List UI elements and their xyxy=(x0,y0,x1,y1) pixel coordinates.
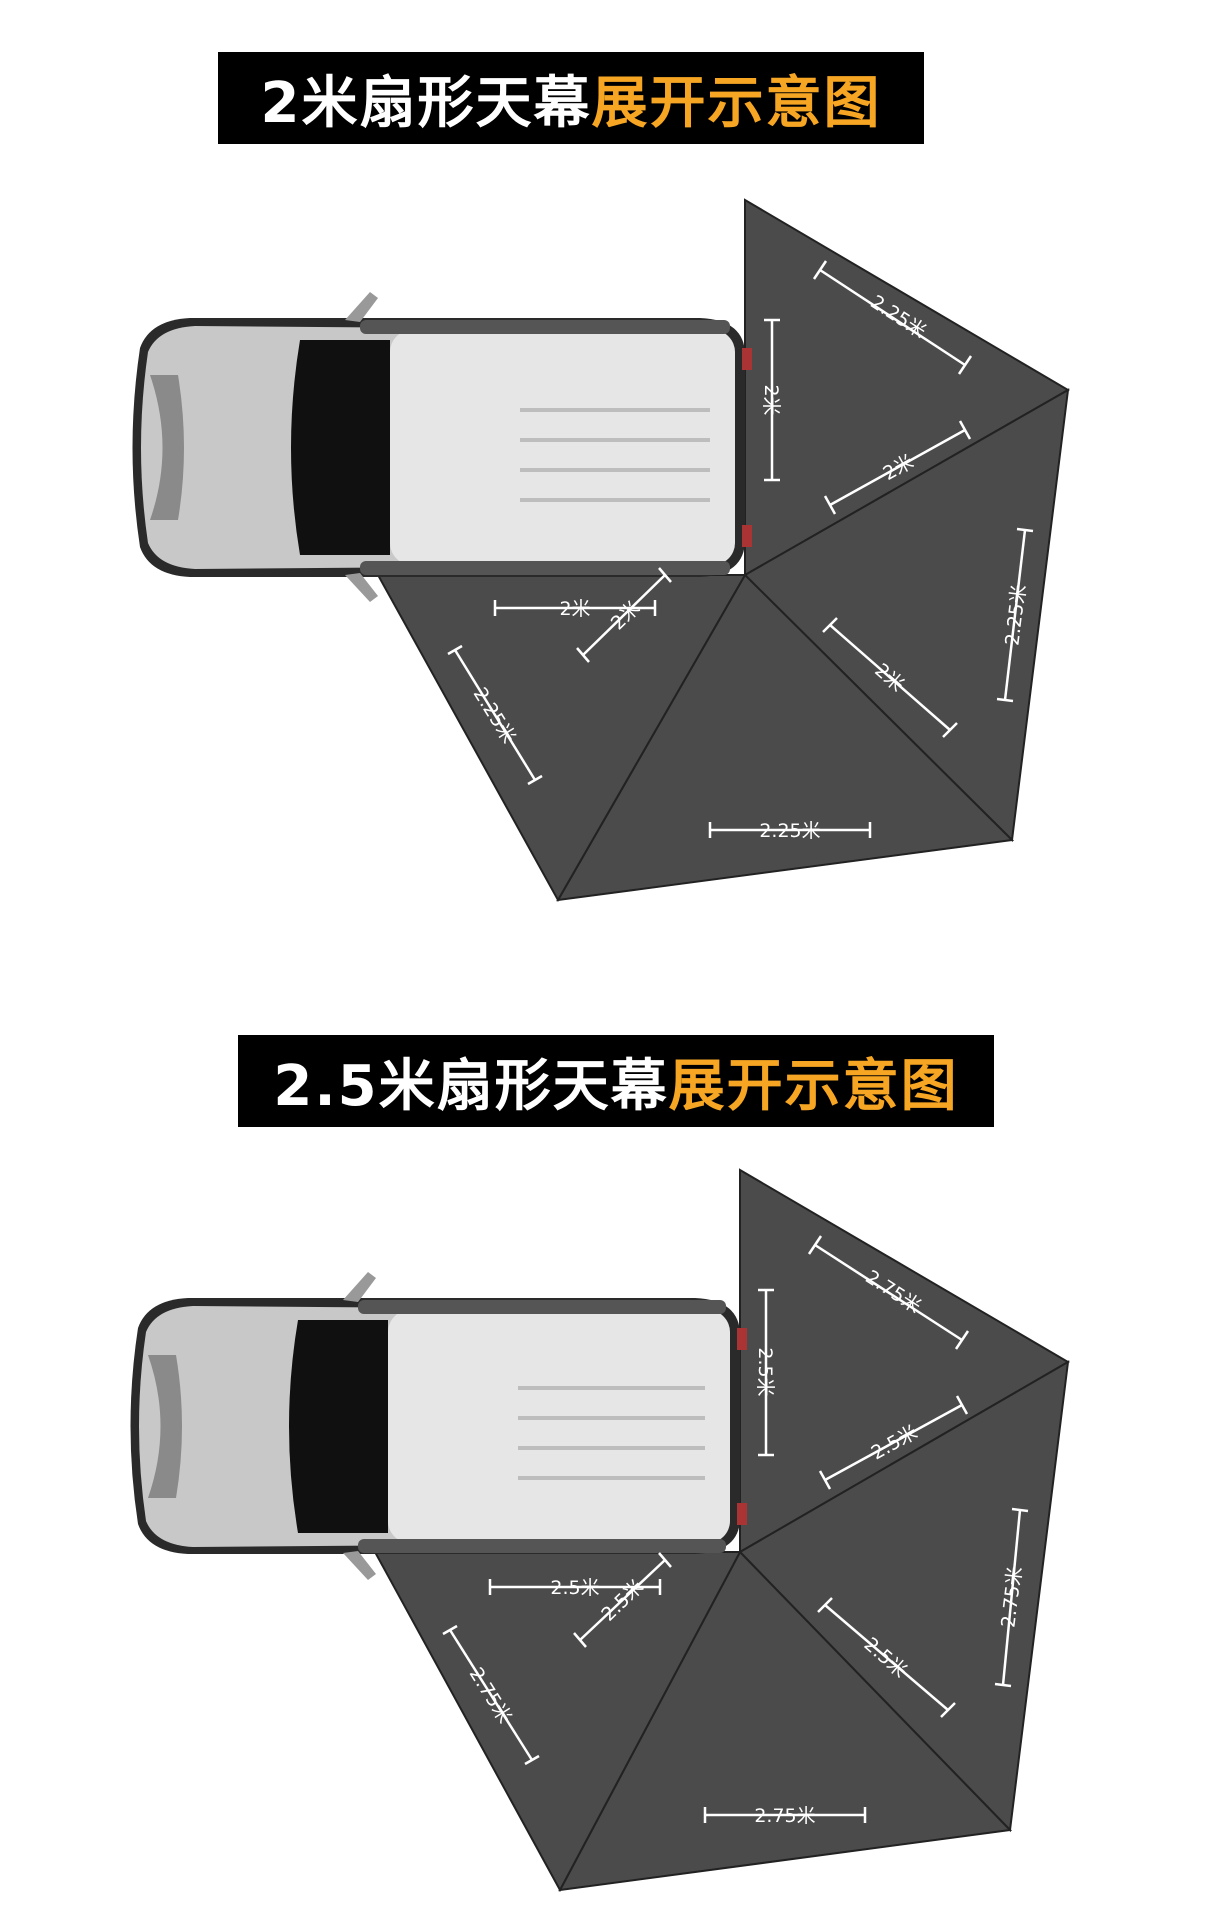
title-banner-2-5m: 2.5米扇形天幕展开示意图 xyxy=(238,1035,994,1127)
label-top-edge: 2米 xyxy=(760,384,782,415)
dimension-lines xyxy=(0,180,1034,838)
awning-diagram-2m: 2.25米 2米 2米 2.25米 2米 2.25米 2米 2.25米 2米 xyxy=(0,180,1070,903)
title-main: 2米扇形天幕 xyxy=(260,70,592,136)
dimension-lines xyxy=(442,1235,1029,1823)
car-top-view xyxy=(130,1272,747,1580)
label-bottom-outer: 2.75米 xyxy=(754,1805,815,1827)
label-bottom-outer: 2.25米 xyxy=(759,820,820,842)
label-side-edge: 2.5米 xyxy=(550,1577,599,1599)
label-side-edge: 2米 xyxy=(559,598,590,620)
title-banner-2m: 2米扇形天幕展开示意图 xyxy=(218,52,924,144)
car-top-view xyxy=(132,292,752,602)
title-highlight: 展开示意图 xyxy=(591,70,882,136)
title-highlight: 展开示意图 xyxy=(668,1053,959,1119)
awning-fan xyxy=(376,198,1070,903)
awning-diagram-2-5m: 2.75米 2.5米 2.5米 2.75米 2.5米 2.75米 2.5米 2.… xyxy=(130,1168,1070,1893)
title-main: 2.5米扇形天幕 xyxy=(273,1053,669,1119)
awning-fan xyxy=(373,1168,1070,1893)
label-top-edge: 2.5米 xyxy=(754,1347,776,1396)
